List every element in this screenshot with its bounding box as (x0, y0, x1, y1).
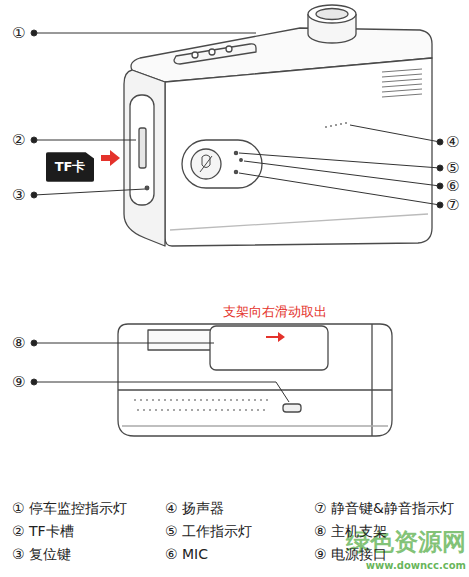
legend-item: ④ 扬声器 (165, 500, 224, 517)
legend-item: ⑦ 静音键&静音指示灯 (314, 500, 454, 517)
tf-card: TF卡 (46, 152, 95, 182)
callout-number: ② (12, 131, 25, 149)
legend-item: ② TF卡槽 (12, 523, 74, 540)
slide-arrow (266, 332, 285, 342)
leader-lines (31, 30, 443, 208)
callout-number: ⑤ (446, 159, 459, 177)
callout-number: ⑨ (12, 373, 25, 391)
callout-number: ⑧ (12, 334, 25, 352)
legend-item: ⑧ 主机支架 (314, 523, 387, 540)
card-label: TF卡 (55, 159, 86, 175)
legend-item: ① 停车监控指示灯 (12, 500, 127, 517)
legend-item: ⑥ MIC (165, 546, 208, 563)
callout-number: ⑥ (446, 177, 459, 195)
instruction-text: 支架向右滑动取出 (223, 304, 327, 320)
callout-number: ⑦ (446, 196, 459, 214)
legend-item: ⑨ 电源接口 (314, 546, 387, 563)
legend-item: ⑤ 工作指示灯 (165, 523, 252, 540)
callout-number: ④ (446, 133, 459, 151)
watermark: www.downcc.com (366, 560, 466, 572)
insert-arrow (101, 150, 120, 166)
legend-item: ③ 复位键 (12, 546, 71, 563)
callout-number: ③ (12, 186, 25, 204)
callout-number: ① (12, 24, 25, 42)
dashcam-side-view (118, 324, 392, 436)
dashcam-top-view (124, 5, 432, 246)
leader-lines-side (31, 340, 289, 402)
